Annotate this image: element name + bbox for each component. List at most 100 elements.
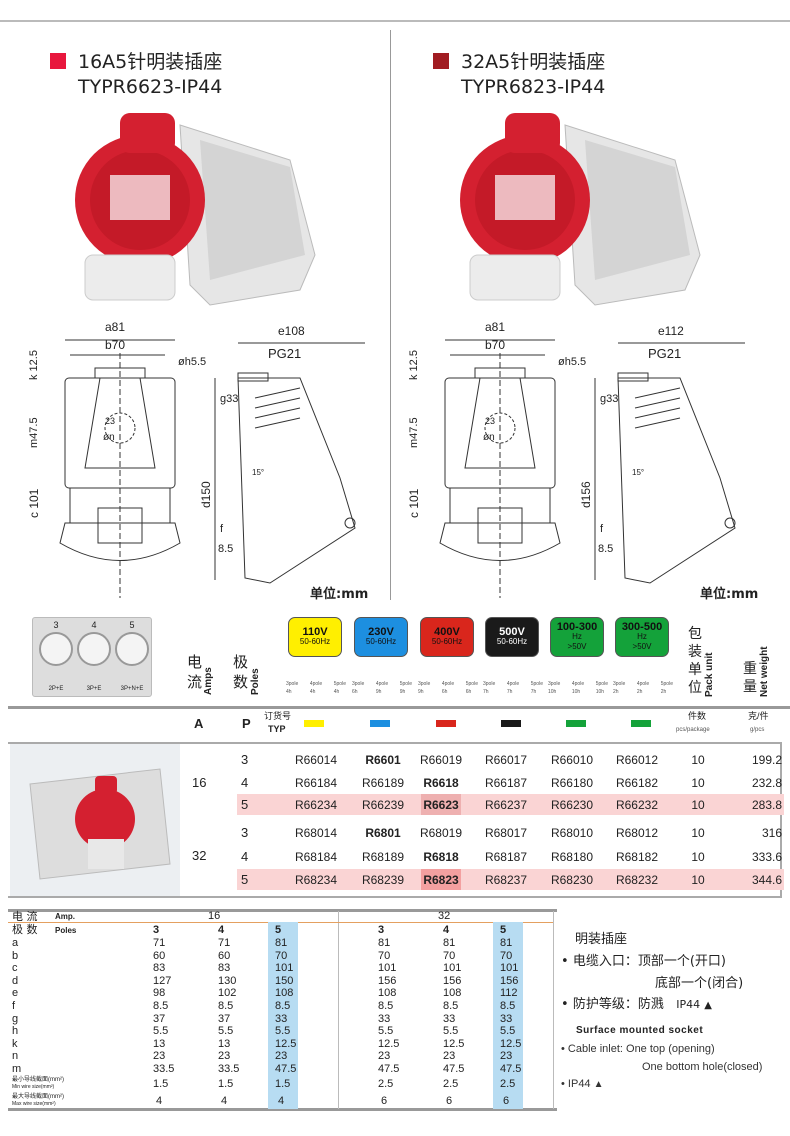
dim-value: 81 [275, 937, 288, 949]
dim-value: 112 [500, 987, 518, 1000]
dim-value: 71 [153, 937, 166, 949]
pole-count: 4pole [506, 681, 520, 687]
poles-label-en: Poles [250, 668, 261, 695]
dim-c: c 101 [27, 488, 41, 518]
voltage-value: 300-500 [621, 621, 663, 633]
amps-label-en: Amps [203, 667, 214, 695]
dim-value: 8.5 [153, 1000, 169, 1012]
dim-value: 5.5 [153, 1025, 169, 1038]
weight-value: 316 [761, 826, 782, 840]
max-wire-value: 4 [278, 1095, 285, 1107]
pole-header: 5 [500, 924, 507, 936]
poles-label: 极 数 [12, 923, 38, 936]
product-title: 16A5针明装插座 [78, 51, 223, 73]
dim-value: 81 [500, 937, 513, 949]
min-wire-value: 2.5 [443, 1078, 459, 1090]
product-model: TYPR6823-IP44 [461, 76, 606, 98]
min-wire-value: 1.5 [275, 1078, 291, 1090]
pin-socket-icon [77, 632, 111, 666]
dim-value: 37 [153, 1012, 166, 1025]
dim-value: 47.5 [443, 1063, 465, 1075]
dim-n-value: 23 [485, 416, 496, 426]
max-wire-value: 6 [446, 1095, 453, 1107]
pole-count: 5pole [660, 681, 673, 687]
column-divider [390, 30, 391, 600]
order-code: R66234 [294, 798, 338, 812]
weight-value: 333.6 [751, 850, 782, 864]
order-code: R68234 [294, 873, 338, 887]
warning-triangle-icon: ▲ [704, 1000, 712, 1011]
hour-position: 9h [418, 689, 424, 695]
pole-header: 5 [275, 924, 282, 936]
dim-key: k [12, 1037, 18, 1050]
pole-header: 3 [153, 924, 160, 936]
dim-value: 12.5 [443, 1037, 465, 1050]
weight-value: 283.8 [751, 798, 782, 812]
warning-triangle-icon: ▲ [593, 1079, 604, 1090]
pack-value: 10 [691, 753, 705, 767]
dim-key: a [12, 937, 19, 949]
notes-inlet-en-text: Cable inlet: One top (opening) [567, 1043, 715, 1055]
pin-label: 3P+N+E [120, 686, 144, 692]
dim-value: 70 [443, 949, 456, 962]
poles-value: 3 [241, 825, 249, 840]
dim-pg21: PG21 [648, 346, 682, 361]
group-32: 32 [438, 910, 451, 922]
dim-key: m [12, 1063, 22, 1075]
voltage-value: 400V [434, 626, 460, 638]
weight-value: 232.8 [751, 776, 782, 790]
pole-count: 3pole [613, 681, 626, 687]
pole-count: 4pole [636, 681, 650, 687]
voltage-frequency: 50-60Hz [431, 637, 463, 646]
pin-label: 2P+E [48, 686, 64, 692]
order-code: R66012 [615, 753, 659, 767]
hour-position: 4h [333, 689, 340, 695]
header-pcs-en: pcs/package [676, 727, 710, 733]
header-order-cn: 订货号 [264, 711, 292, 721]
pole-header: 3 [378, 924, 385, 936]
header-pcs-cn: 件数 [688, 711, 707, 721]
header-g-en: g/pcs [750, 727, 765, 733]
unit-label: 单位:mm [700, 587, 759, 602]
product-title: 32A5针明装插座 [461, 51, 606, 73]
amp-label-en: Amp. [55, 912, 75, 921]
pole-count: 5pole [530, 681, 543, 687]
section-divider [8, 706, 790, 709]
dim-value: 5.5 [378, 1025, 394, 1038]
hour-position: 2h [636, 689, 643, 695]
dim-b: b70 [485, 338, 506, 352]
amps-value: 16 [192, 775, 207, 790]
voltage-frequency: Hz [637, 632, 647, 641]
highlighted-row [237, 794, 784, 815]
poles-label-cn: 极数 [233, 653, 249, 691]
table-divider [338, 911, 339, 1109]
color-swatch [501, 720, 521, 727]
pack-value: 10 [691, 850, 705, 864]
pack-value: 10 [691, 776, 705, 790]
highlight-column [268, 922, 298, 1109]
dim-value: 156 [443, 974, 462, 987]
order-code: R68230 [550, 873, 594, 887]
weight-value: 344.6 [751, 873, 782, 887]
poles-value: 3 [241, 752, 249, 767]
poles-value: 4 [241, 849, 249, 864]
dim-e: e112 [658, 324, 684, 338]
dim-key: h [12, 1025, 19, 1038]
order-code: R68014 [294, 826, 338, 840]
pole-count: 4pole [309, 681, 323, 687]
pack-value: 10 [691, 873, 705, 887]
voltage-value: 100-300 [556, 621, 598, 633]
order-code: R68180 [550, 850, 594, 864]
dim-m: m47.5 [408, 417, 420, 448]
dim-g: g33 [220, 393, 239, 405]
order-code: R66232 [615, 798, 659, 812]
